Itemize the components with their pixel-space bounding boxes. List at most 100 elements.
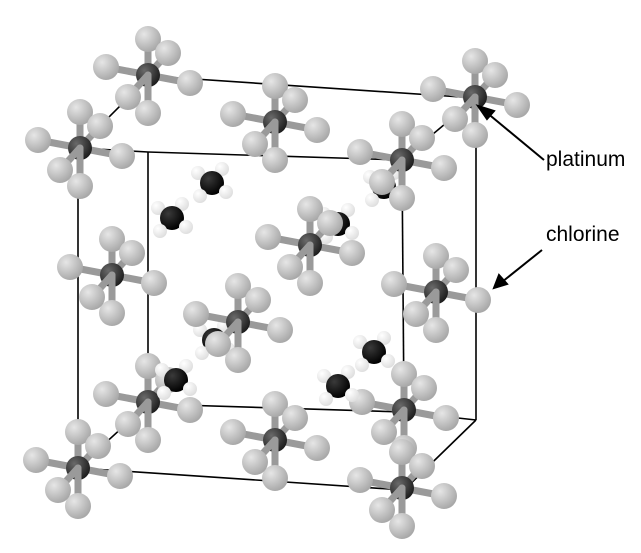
hydrogen-atom [219,185,233,199]
hydrogen-atom [341,203,355,217]
chlorine-atom [297,270,323,296]
ptcl6-octahedron [420,48,530,148]
chlorine-atom [347,467,373,493]
chlorine-atom [409,125,435,151]
chlorine-atom [462,122,488,148]
chlorine-atom [262,73,288,99]
ptcl6-octahedron [347,111,457,211]
chlorine-atom [155,40,181,66]
chlorine-atom [57,254,83,280]
chlorine-atom [225,347,251,373]
nitrogen-atom [326,374,350,398]
chlorine-atom [465,287,491,313]
chlorine-atom [245,287,271,313]
hydrogen-atom [195,346,209,360]
atoms-layer [23,26,530,539]
ptcl6-octahedron [183,273,293,373]
ammonium-group [151,197,193,238]
chlorine-atom [135,100,161,126]
chlorine-atom [389,513,415,539]
chlorine-atom [109,143,135,169]
chlorine-atom [87,113,113,139]
chlorine-atom [107,463,133,489]
chlorine-atom [242,131,268,157]
chlorine-atom [304,117,330,143]
hydrogen-atom [179,220,193,234]
chlorine-atom [423,317,449,343]
chlorine-atom [135,427,161,453]
chlorine-atom [277,254,303,280]
chlorine-atom [177,397,203,423]
chlorine-atom [409,453,435,479]
nitrogen-atom [160,206,184,230]
chlorine-atom [65,419,91,445]
chlorine-atom [423,243,449,269]
chlorine-atom [339,240,365,266]
chlorine-atom [242,449,268,475]
chlorine-atom [23,447,49,473]
ammonium-group [155,359,197,400]
chlorine-atom [67,173,93,199]
chlorine-atom [141,270,167,296]
chlorine-atom [304,435,330,461]
chlorine-atom [177,70,203,96]
ammonium-group [191,162,233,203]
chlorine-atom [262,465,288,491]
chlorine-atom [267,317,293,343]
chlorine-arrow [492,249,543,290]
ptcl6-octahedron [255,196,365,296]
hydrogen-atom [345,226,359,240]
chlorine-atom [391,361,417,387]
chlorine-atom [262,147,288,173]
chlorine-atom [119,240,145,266]
chlorine-atom [25,127,51,153]
hydrogen-atom [345,388,359,402]
chlorine-atom [135,26,161,52]
chlorine-atom [282,405,308,431]
chlorine-atom [443,257,469,283]
ptcl6-octahedron [23,419,133,519]
hydrogen-atom [215,162,229,176]
hydrogen-atom [175,197,189,211]
hydrogen-atom [153,224,167,238]
hydrogen-atom [319,392,333,406]
chlorine-atom [220,419,246,445]
chlorine-atom [462,48,488,74]
chlorine-atom [79,284,105,310]
chlorine-atom [431,483,457,509]
chlorine-label: chlorine [546,223,620,246]
nitrogen-atom [200,171,224,195]
chlorine-atom [93,381,119,407]
chlorine-atom [420,76,446,102]
ptcl6-octahedron [25,99,135,199]
chlorine-atom [262,391,288,417]
chlorine-atom [433,405,459,431]
hydrogen-atom [193,189,207,203]
chlorine-atom [442,106,468,132]
chlorine-atom [225,273,251,299]
chlorine-atom [220,101,246,127]
ptcl6-octahedron [381,243,491,343]
hydrogen-atom [353,335,367,349]
chlorine-atom [135,353,161,379]
platinum-arrow [475,104,545,161]
chlorine-atom [411,375,437,401]
chlorine-atom [297,196,323,222]
hydrogen-atom [355,358,369,372]
ptcl6-octahedron [57,226,167,326]
chlorine-atom [115,411,141,437]
hydrogen-atom [151,201,165,215]
chlorine-atom [93,54,119,80]
hydrogen-atom [179,359,193,373]
chlorine-atom [45,477,71,503]
nitrogen-atom [362,340,386,364]
ptcl6-octahedron [220,391,330,491]
chlorine-atom [99,300,125,326]
hydrogen-atom [341,365,355,379]
hydrogen-atom [365,193,379,207]
chlorine-atom [381,271,407,297]
hydrogen-atom [191,166,205,180]
hydrogen-atom [157,386,171,400]
chlorine-atom [389,111,415,137]
